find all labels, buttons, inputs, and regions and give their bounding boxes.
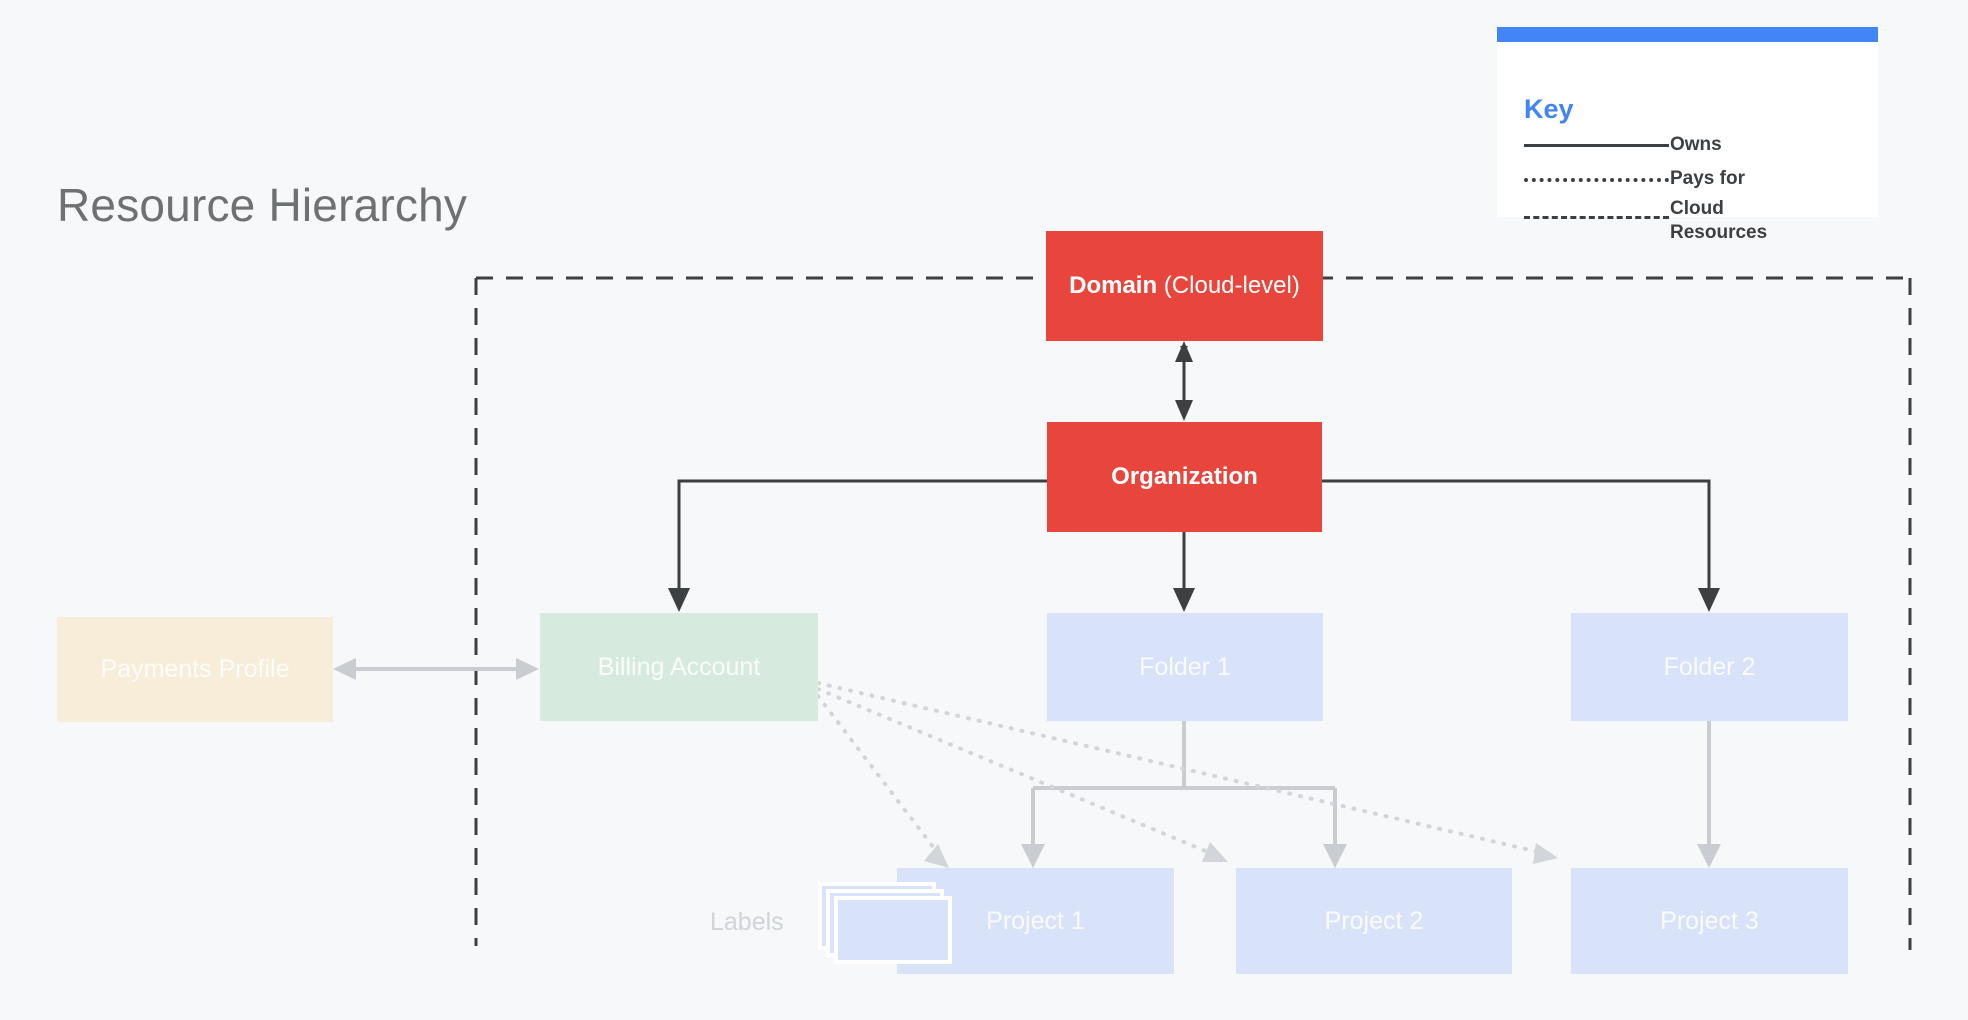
key-line-dotted-icon [1524, 178, 1669, 182]
edge-organization-folder2 [1322, 479, 1720, 612]
edge-payments-billing [333, 658, 539, 680]
edge-folder2-project3 [1697, 721, 1721, 868]
edge-organization-billing [668, 479, 1047, 612]
node-organization[interactable]: Organization [1047, 422, 1322, 532]
key-line-solid-icon [1524, 144, 1669, 147]
node-project-1-label: Project 1 [986, 906, 1085, 935]
edge-organization-folder1 [1173, 532, 1195, 612]
labels-caption: Labels [710, 908, 784, 936]
node-folder-2[interactable]: Folder 2 [1571, 613, 1848, 721]
key-legend-label-owns: Owns [1670, 134, 1722, 155]
node-payments-profile[interactable]: Payments Profile [57, 617, 333, 722]
node-folder-2-label: Folder 2 [1663, 652, 1756, 681]
node-folder-1-label: Folder 1 [1139, 652, 1231, 681]
node-organization-label: Organization [1111, 463, 1258, 490]
node-billing-account[interactable]: Billing Account [540, 613, 818, 721]
edge-folder1-projects [1021, 721, 1347, 868]
key-panel-title: Key [1524, 94, 1574, 124]
node-domain-label-regular: (Cloud-level) [1157, 272, 1300, 299]
node-folder-1[interactable]: Folder 1 [1047, 613, 1323, 721]
label-card-front [834, 896, 952, 964]
node-domain[interactable]: Domain (Cloud-level) [1046, 231, 1323, 341]
page-title: Resource Hierarchy [57, 179, 468, 231]
node-project-2-label: Project 2 [1324, 906, 1424, 935]
key-line-dashed-icon [1524, 216, 1669, 219]
node-project-3-label: Project 3 [1660, 906, 1759, 935]
node-project-3[interactable]: Project 3 [1571, 868, 1848, 974]
node-billing-account-label: Billing Account [597, 652, 761, 681]
labels-stack-icon [818, 882, 952, 964]
key-legend-label-cloud-resources: Cloud Resources [1670, 198, 1768, 243]
node-payments-profile-label: Payments Profile [100, 655, 290, 683]
key-legend-label-pays-for: Pays for [1670, 168, 1745, 189]
key-panel-accent-bar [1497, 27, 1878, 42]
node-project-2[interactable]: Project 2 [1236, 868, 1512, 974]
node-domain-label-bold: Domain [1069, 272, 1158, 299]
key-panel: Key Owns Pays for Cloud Resources [1497, 27, 1878, 243]
edge-domain-organization [1175, 341, 1193, 421]
